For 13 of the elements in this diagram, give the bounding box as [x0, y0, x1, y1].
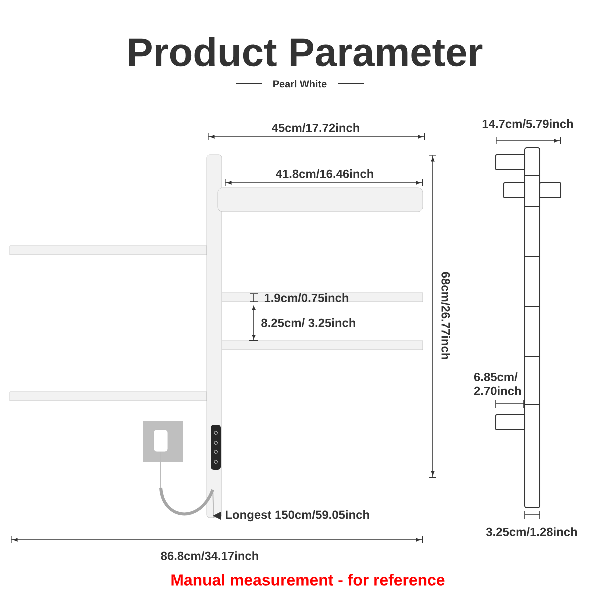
subtitle: Pearl White [274, 80, 327, 88]
caption: Manual measurement - for reference [172, 574, 445, 586]
dimension-label: 6.85cm/ 2.70inch [474, 372, 522, 396]
cable-length-label: Longest 150cm/59.05inch [226, 510, 370, 522]
title: Product Parameter [129, 37, 483, 67]
dimension-label: 14.7cm/5.79inch [482, 120, 574, 128]
dimension-label: 68cm/26.77inch [442, 272, 450, 360]
dimension-label: 41.8cm/16.46inch [276, 170, 374, 178]
dimension-label: 3.25cm/1.28inch [486, 528, 578, 536]
dimension-label: 86.8cm/34.17inch [161, 552, 258, 560]
dimension-label: 8.25cm/ 3.25inch [262, 318, 356, 328]
dimension-label: 1.9cm/0.75inch [264, 294, 349, 302]
dimension-label: 45cm/17.72inch [272, 124, 360, 132]
